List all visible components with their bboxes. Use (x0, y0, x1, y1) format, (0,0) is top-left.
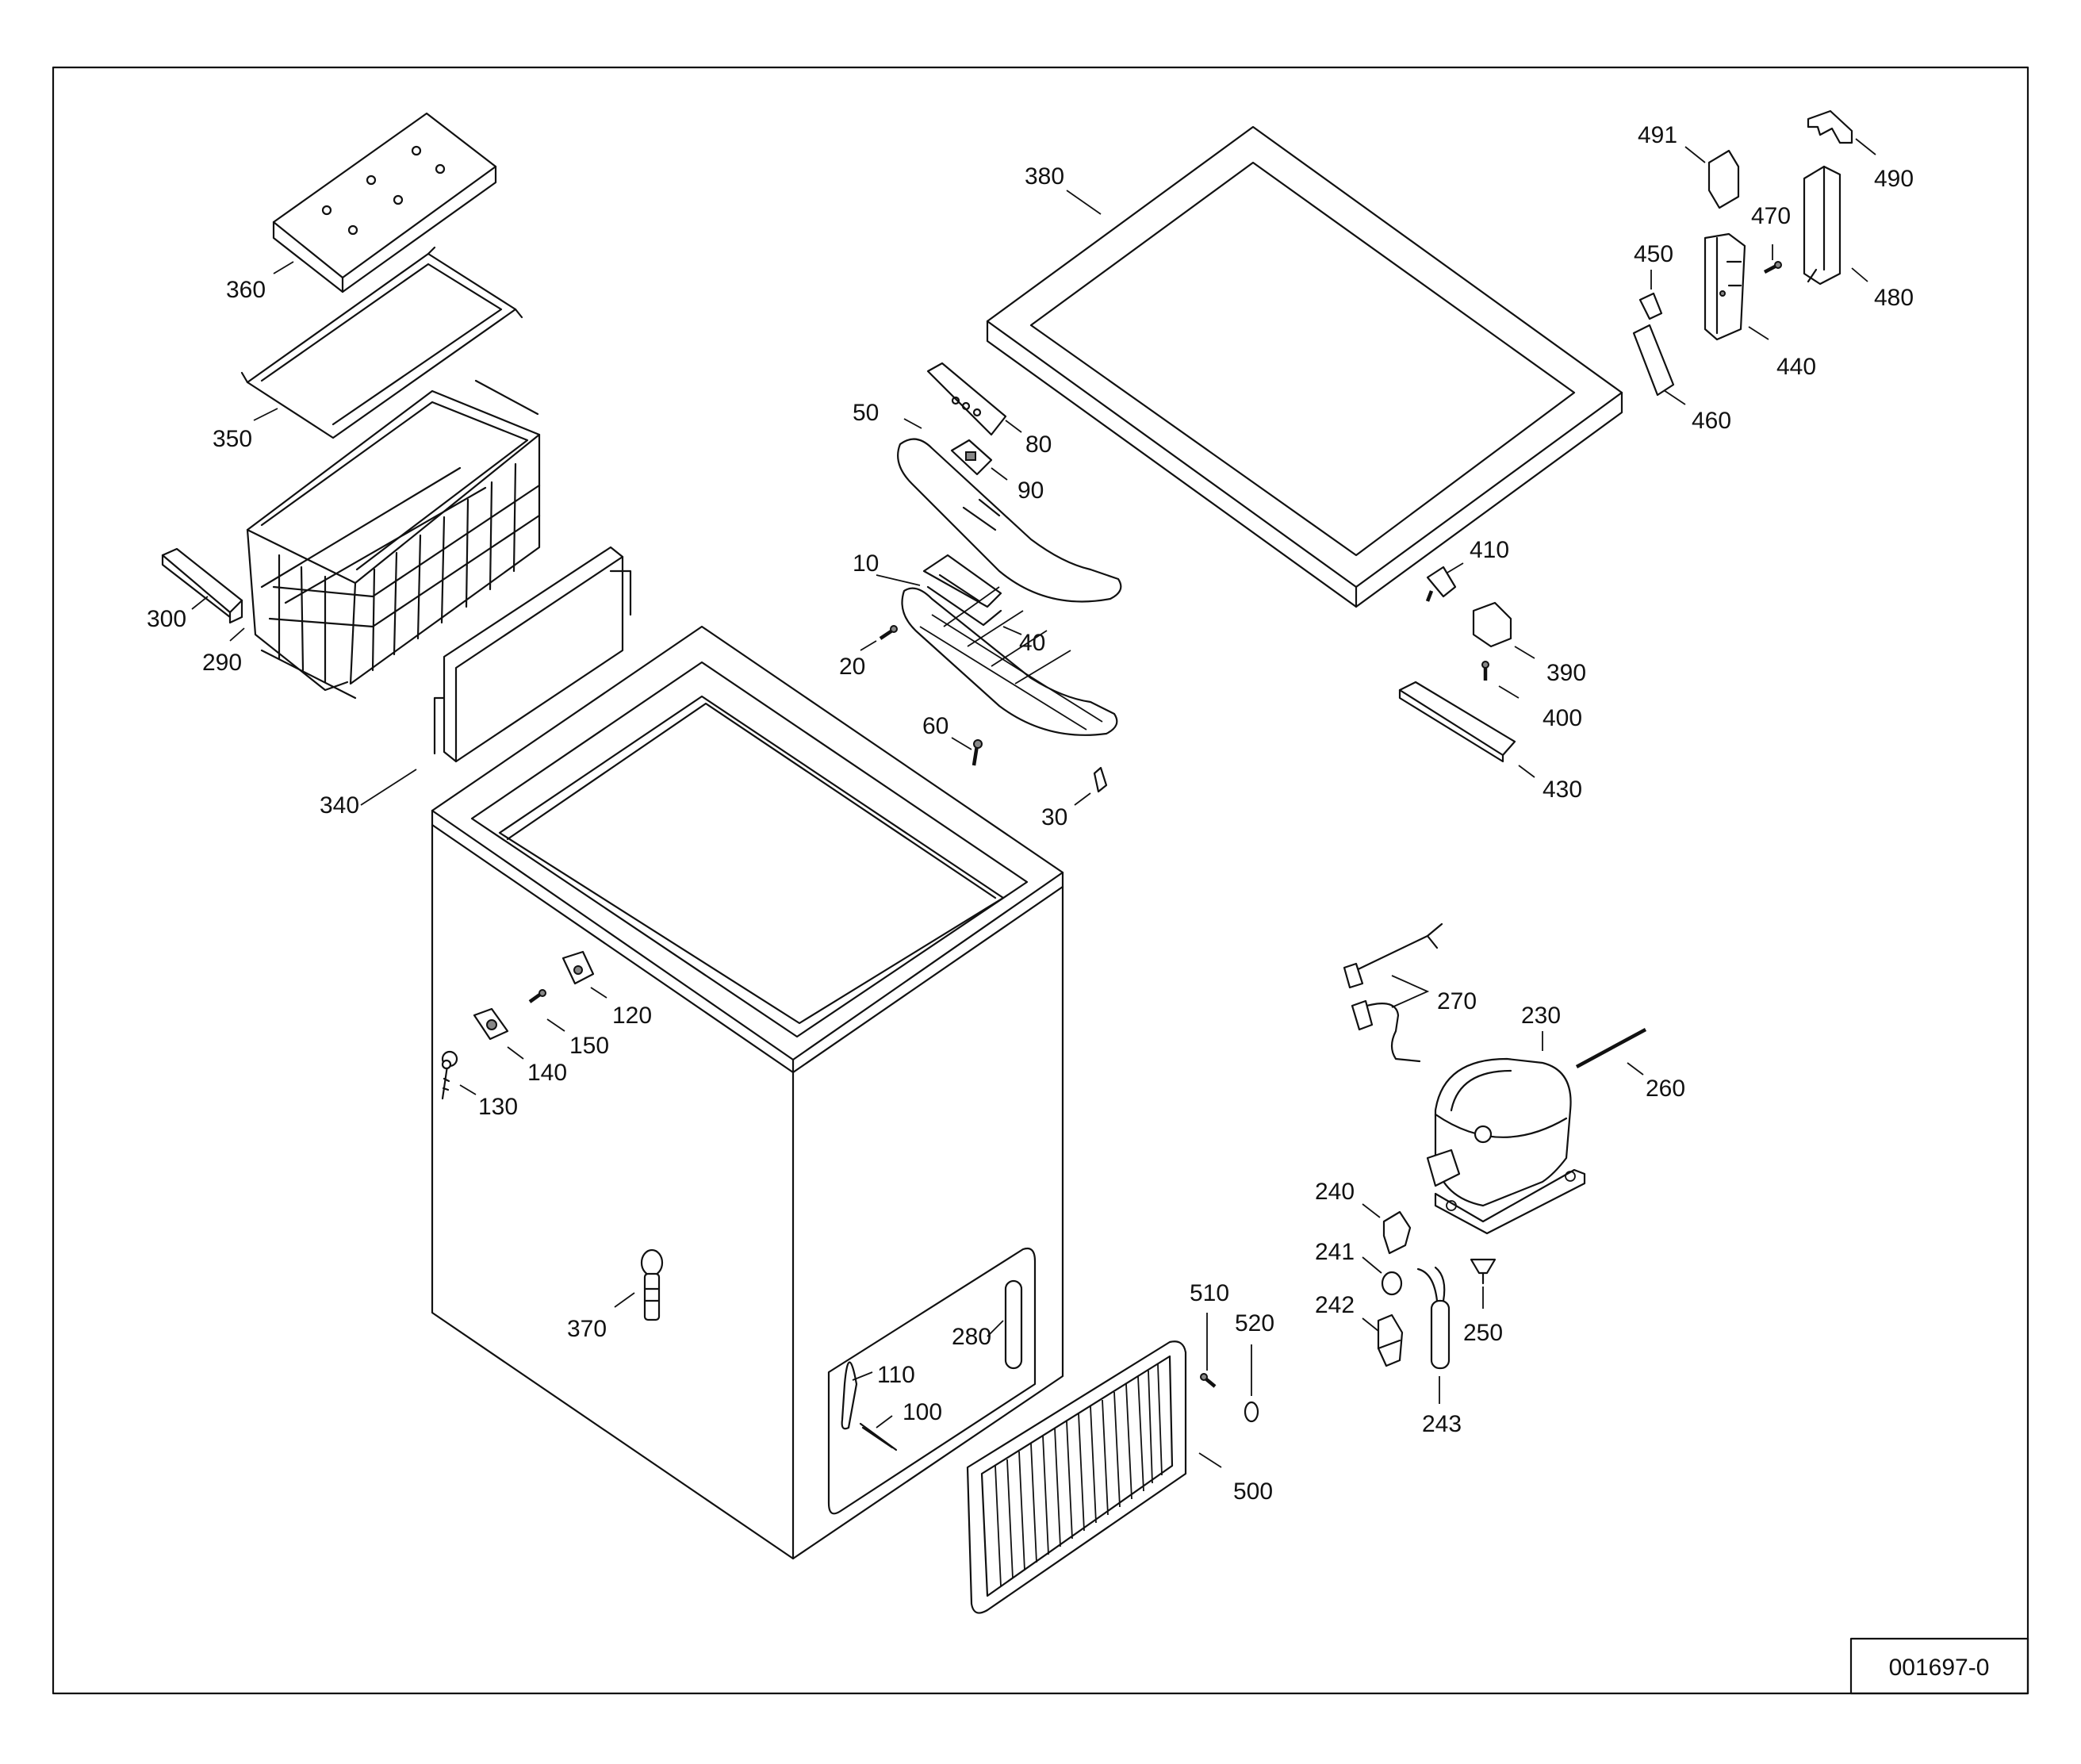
label-300: 300 (147, 606, 186, 632)
label-20: 20 (839, 654, 865, 680)
part-241 (1381, 1271, 1403, 1296)
part-10 (922, 554, 1002, 627)
leader-lines (191, 138, 1876, 1468)
drawing-number: 001697-0 (1889, 1655, 1990, 1681)
label-240: 240 (1315, 1179, 1355, 1205)
label-60: 60 (922, 713, 949, 739)
label-130: 130 (478, 1094, 518, 1120)
label-242: 242 (1315, 1292, 1355, 1318)
label-250: 250 (1463, 1320, 1503, 1346)
part-250 (1470, 1258, 1497, 1285)
label-350: 350 (213, 426, 252, 452)
part-40 (901, 586, 1118, 736)
part-280 (1004, 1279, 1023, 1370)
part-360 (272, 112, 497, 293)
label-520: 520 (1235, 1310, 1274, 1336)
label-30: 30 (1041, 804, 1067, 830)
label-450: 450 (1634, 241, 1673, 267)
part-300 (161, 547, 243, 624)
part-430 (1398, 681, 1516, 763)
label-260: 260 (1646, 1076, 1685, 1102)
label-150: 150 (569, 1033, 609, 1059)
label-270: 270 (1437, 988, 1477, 1014)
part-340 (433, 546, 632, 763)
part-370 (640, 1248, 664, 1321)
part-290 (246, 379, 541, 700)
part-500 (966, 1340, 1187, 1614)
part-50 (897, 438, 1122, 603)
label-400: 400 (1543, 705, 1582, 731)
part-243 (1416, 1266, 1451, 1370)
label-90: 90 (1018, 477, 1044, 504)
part-242 (1377, 1313, 1404, 1367)
part-380 (986, 125, 1623, 608)
part-400 (1481, 661, 1489, 681)
part-60 (972, 739, 983, 766)
part-260 (1575, 1028, 1647, 1068)
part-410 (1425, 566, 1457, 602)
label-510: 510 (1190, 1280, 1229, 1306)
label-490: 490 (1874, 166, 1914, 192)
part-460 (1632, 324, 1675, 397)
label-10: 10 (853, 550, 879, 577)
label-390: 390 (1546, 660, 1586, 686)
part-80 (926, 362, 1007, 436)
part-110 (841, 1361, 858, 1430)
part-100 (859, 1422, 898, 1451)
label-370: 370 (567, 1316, 607, 1342)
label-50: 50 (853, 400, 879, 426)
part-150 (528, 989, 546, 1003)
part-440 (1704, 232, 1746, 341)
part-490 (1807, 109, 1853, 144)
part-350 (240, 246, 523, 439)
part-30 (1093, 766, 1108, 793)
part-130 (441, 1050, 458, 1100)
label-280: 280 (952, 1324, 991, 1350)
label-491: 491 (1638, 122, 1677, 148)
label-110: 110 (877, 1362, 915, 1388)
label-480: 480 (1874, 285, 1914, 311)
label-410: 410 (1470, 537, 1509, 563)
part-450 (1638, 292, 1663, 320)
label-241: 241 (1315, 1239, 1355, 1265)
label-40: 40 (1019, 630, 1045, 656)
label-380: 380 (1025, 163, 1064, 190)
label-120: 120 (612, 1003, 652, 1029)
part-140 (473, 1007, 509, 1041)
label-360: 360 (226, 277, 266, 303)
part-390 (1472, 601, 1512, 648)
label-470: 470 (1751, 203, 1791, 229)
part-480 (1803, 165, 1841, 286)
label-80: 80 (1025, 431, 1052, 458)
label-230: 230 (1521, 1003, 1561, 1029)
label-440: 440 (1776, 354, 1816, 380)
drawing-number-box (1849, 1637, 2029, 1695)
part-90 (950, 439, 993, 476)
label-290: 290 (202, 650, 242, 676)
part-120 (561, 950, 595, 985)
part-240 (1382, 1210, 1412, 1255)
part-470 (1763, 261, 1782, 274)
part-270 (1343, 922, 1443, 1063)
label-140: 140 (527, 1060, 567, 1086)
label-430: 430 (1543, 777, 1582, 803)
label-340: 340 (320, 792, 359, 819)
part-491 (1707, 149, 1740, 209)
label-500: 500 (1233, 1478, 1273, 1505)
label-460: 460 (1692, 408, 1731, 434)
label-100: 100 (903, 1399, 942, 1425)
label-243: 243 (1422, 1411, 1462, 1437)
part-520 (1244, 1401, 1259, 1423)
part-510 (1200, 1373, 1217, 1388)
freezer-cabinet (431, 625, 1064, 1560)
part-230 (1426, 1057, 1586, 1235)
part-20 (879, 625, 898, 640)
part-number-labels: 10 20 30 40 50 60 80 90 100 110 120 130 … (147, 122, 1914, 1505)
drawing-frame (52, 66, 2029, 1695)
